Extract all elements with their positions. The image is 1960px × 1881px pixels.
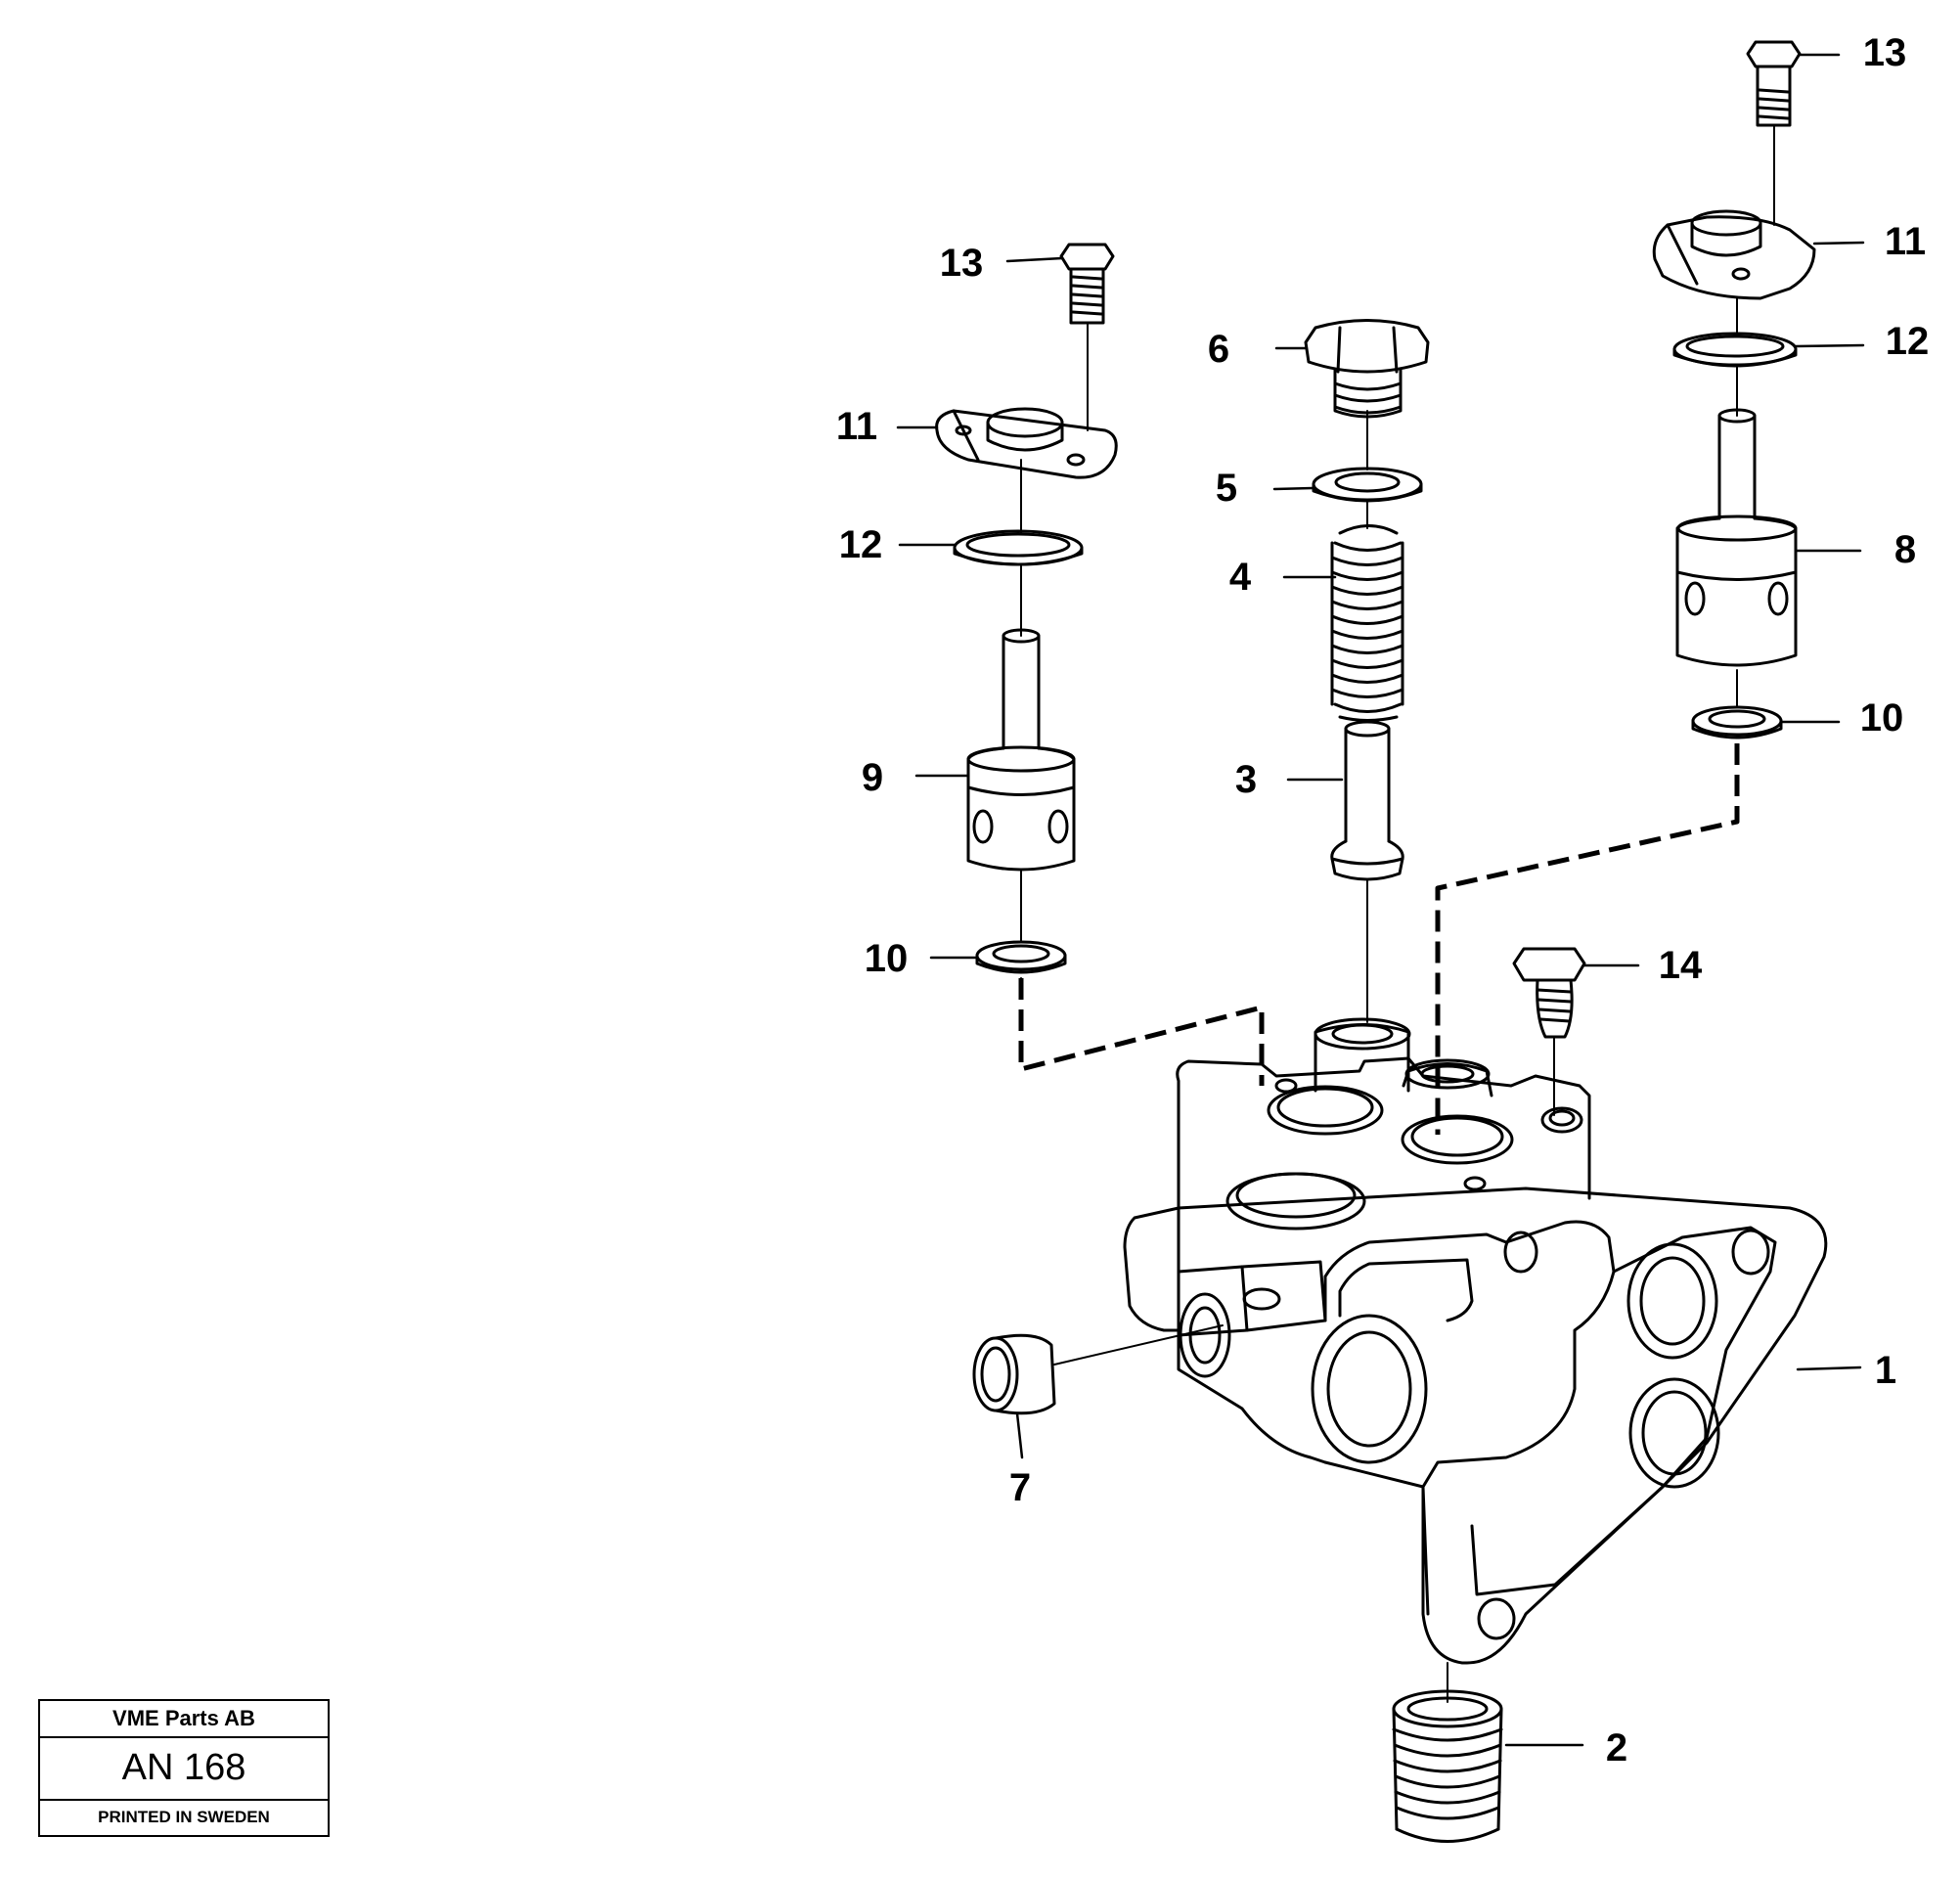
callout-3: 3	[1235, 758, 1257, 801]
cap-part-7	[972, 1333, 1056, 1415]
callout-9: 9	[862, 756, 883, 799]
valve-part-9	[966, 628, 1076, 872]
leader-lines	[896, 53, 1865, 1747]
callout-11-left: 11	[836, 405, 877, 448]
callout-7: 7	[1009, 1466, 1031, 1509]
assembly-axes	[1020, 124, 1775, 1703]
spring-part-4	[1330, 524, 1404, 722]
callout-13-right: 13	[1863, 31, 1907, 74]
callout-5: 5	[1216, 467, 1237, 510]
title-stamp: VME Parts AB AN 168 PRINTED IN SWEDEN	[38, 1699, 330, 1837]
housing-part-1	[1123, 1017, 1828, 1665]
callout-1: 1	[1875, 1349, 1896, 1392]
washer-part-10-left	[975, 940, 1067, 974]
plug-part-6	[1304, 319, 1430, 419]
callout-12-right: 12	[1886, 320, 1930, 363]
callout-4: 4	[1229, 556, 1252, 599]
callout-11-right: 11	[1885, 220, 1926, 263]
callout-6: 6	[1208, 328, 1229, 371]
valve-piston-part-3	[1330, 720, 1404, 881]
callout-10-right: 10	[1860, 696, 1904, 739]
flange-part-11-right	[1652, 209, 1816, 300]
callout-labels: 1 2 3 4 5 6 7 8 9 10 10 11 11 12 12 13 1…	[836, 31, 1929, 1769]
o-ring-part-12-left	[953, 529, 1084, 566]
stamp-drawing-code: AN 168	[40, 1736, 328, 1801]
o-ring-part-12-right	[1672, 332, 1798, 368]
callout-8: 8	[1894, 528, 1916, 571]
callout-13-left: 13	[940, 242, 984, 285]
valve-part-8	[1675, 408, 1798, 667]
bolt-part-14	[1512, 947, 1586, 1039]
flange-part-11-left	[935, 407, 1118, 479]
callout-14: 14	[1659, 944, 1703, 987]
stamp-company: VME Parts AB	[40, 1701, 328, 1738]
bolt-part-13-right	[1746, 40, 1802, 127]
bolt-part-13-left	[1059, 243, 1115, 325]
washer-part-5	[1312, 467, 1423, 503]
washer-part-10-right	[1691, 705, 1783, 739]
threaded-nipple-part-2	[1392, 1689, 1503, 1843]
stamp-printed-note: PRINTED IN SWEDEN	[98, 1808, 270, 1826]
callout-10-left: 10	[865, 937, 909, 980]
callout-12-left: 12	[839, 523, 883, 566]
callout-2: 2	[1606, 1726, 1627, 1769]
dashed-routing-lines	[1018, 743, 1740, 1135]
